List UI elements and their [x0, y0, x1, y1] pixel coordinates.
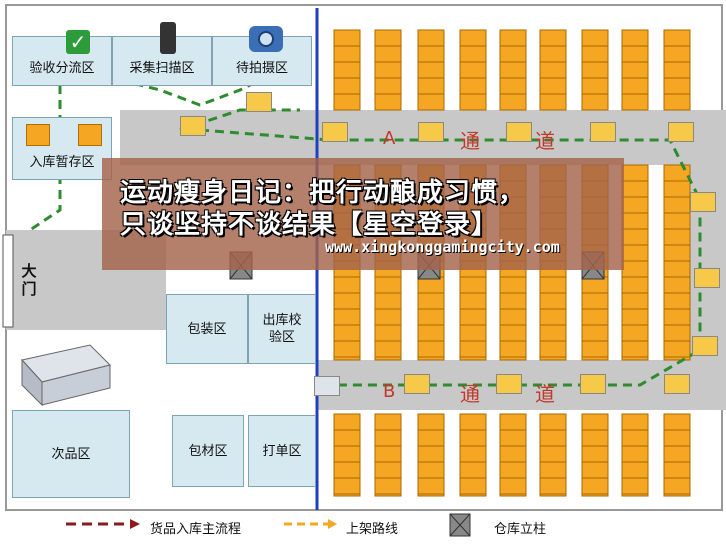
- shelf-rack: [581, 413, 609, 497]
- shelf-rack: [499, 413, 527, 497]
- shelf-rack: [539, 413, 567, 497]
- zone-defect: 次品区: [12, 410, 130, 498]
- promo-overlay: [102, 158, 624, 270]
- cart-icon: [668, 122, 694, 142]
- shelf-rack: [459, 29, 487, 111]
- zone-inspect-sort-label: 验收分流区: [29, 61, 95, 76]
- shelving-route-path: [199, 128, 702, 387]
- cart-icon: [404, 374, 430, 394]
- zone-packing-material-label: 包材区: [188, 443, 228, 459]
- gate-door: [2, 234, 14, 328]
- box-icon: [26, 124, 50, 146]
- aisle-a-dao: 道: [535, 129, 555, 153]
- cart-icon: [692, 336, 718, 356]
- zone-print-label: 打单区: [248, 415, 316, 487]
- shelf-rack: [663, 164, 691, 361]
- aisle-b-label: B: [383, 381, 396, 402]
- aisle-b-tong: 通: [460, 382, 480, 406]
- camera-icon: [249, 26, 283, 52]
- zone-inspect-sort: 验收分流区: [12, 36, 112, 86]
- aisle-a-label: A: [383, 128, 396, 149]
- shelf-rack: [581, 29, 609, 111]
- shelf-rack: [333, 29, 361, 111]
- shelf-rack: [621, 413, 649, 497]
- cart-icon: [246, 92, 272, 112]
- aisle-a-tong: 通: [460, 129, 480, 153]
- shelf-rack: [459, 413, 487, 497]
- zone-inbound-staging-label: 入库暂存区: [29, 155, 95, 170]
- cart-icon: [322, 122, 348, 142]
- overlay-url: www.xingkonggamingcity.com: [325, 238, 560, 256]
- zone-pending-photo-label: 待拍摄区: [235, 61, 288, 76]
- zone-defect-label: 次品区: [51, 446, 91, 462]
- cart-icon: [690, 192, 716, 212]
- storage-bins-icon: [21, 344, 111, 407]
- overlay-title-line2: 只谈坚持不谈结果【星空登录】: [120, 210, 499, 240]
- legend-pillar: 仓库立柱: [494, 522, 547, 537]
- legend-shelving-route: 上架路线: [346, 522, 399, 537]
- cart-icon: [418, 122, 444, 142]
- cart-icon: [590, 122, 616, 142]
- cart-icon: [496, 374, 522, 394]
- shelf-rack: [499, 29, 527, 111]
- zone-scan-label: 采集扫描区: [129, 61, 195, 76]
- cart-icon: [506, 122, 532, 142]
- aisle-b-dao: 道: [535, 382, 555, 406]
- shelf-rack: [621, 164, 649, 361]
- shelf-rack: [539, 29, 567, 111]
- shelf-rack: [333, 413, 361, 497]
- legend-main-flow: 货品入库主流程: [150, 522, 242, 537]
- phone-icon: [160, 22, 176, 54]
- cart-icon: [664, 374, 690, 394]
- shelf-rack: [374, 413, 402, 497]
- shelf-rack: [663, 413, 691, 497]
- cart-icon: [314, 376, 340, 396]
- box-icon: [78, 124, 102, 146]
- shelf-rack: [417, 29, 445, 111]
- overlay-title-line1: 运动瘦身日记：把行动酿成习惯，: [120, 178, 526, 208]
- shelf-rack: [417, 413, 445, 497]
- cart-icon: [580, 374, 606, 394]
- zone-packing-label: 包装区: [187, 321, 227, 337]
- shelf-rack: [663, 29, 691, 111]
- shelf-rack: [621, 29, 649, 111]
- zone-packing-material: 包材区: [172, 415, 244, 487]
- shelf-rack: [374, 29, 402, 111]
- zone-outbound-check: 出库校验区: [248, 294, 316, 364]
- gate-label: 大门: [21, 262, 37, 298]
- cart-icon: [180, 116, 206, 136]
- check-icon: ✓: [66, 30, 90, 54]
- zone-print-label-label: 打单区: [262, 443, 302, 459]
- cart-icon: [694, 268, 720, 288]
- zone-pending-photo: 待拍摄区: [212, 36, 312, 86]
- zone-packing: 包装区: [166, 294, 248, 364]
- zone-outbound-check-label: 出库校验区: [262, 313, 302, 345]
- legend-pillar-icon: [449, 513, 471, 537]
